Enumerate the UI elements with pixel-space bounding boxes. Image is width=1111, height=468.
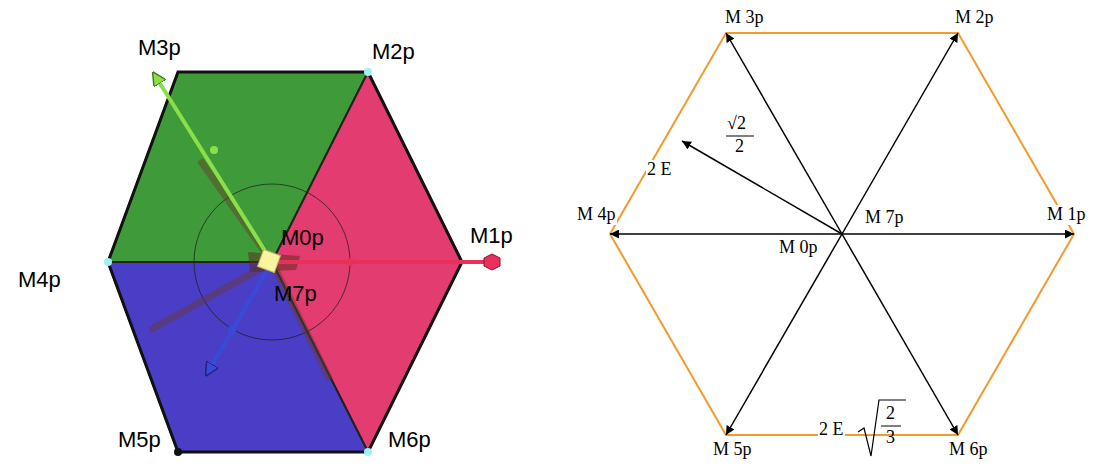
vector-label: M1p <box>470 224 513 248</box>
vector-label: M 5p <box>712 440 753 460</box>
vector-label: M 0p <box>778 238 819 258</box>
radical-sign <box>858 400 906 456</box>
magnitude-label: 2 <box>735 137 744 157</box>
vector-label: M4p <box>18 268 61 292</box>
magnitude-label: 2 <box>886 404 895 424</box>
magnitude-label: √2 <box>727 114 746 134</box>
vector-label: M5p <box>118 428 161 452</box>
cube-projection <box>104 68 500 456</box>
vector-hexagon <box>610 33 1074 456</box>
vector-label: M6p <box>388 428 431 452</box>
vector-label: M 2p <box>954 8 995 28</box>
vector-label: M 6p <box>948 440 989 460</box>
magnitude-label: 2 E <box>646 160 673 180</box>
vector-label: M 7p <box>864 208 905 228</box>
magnitude-label: 3 <box>886 428 895 448</box>
fraction-bar <box>881 426 901 427</box>
vector-label: M0p <box>281 226 324 250</box>
vector-label: M 4p <box>576 205 617 225</box>
vector-label: M2p <box>372 40 415 64</box>
vector-label: M 3p <box>724 8 765 28</box>
vector-label: M 1p <box>1046 205 1087 225</box>
vector-label: M7p <box>274 282 317 306</box>
vector-label: M3p <box>138 36 181 60</box>
magnitude-label: 2 E <box>818 420 845 440</box>
